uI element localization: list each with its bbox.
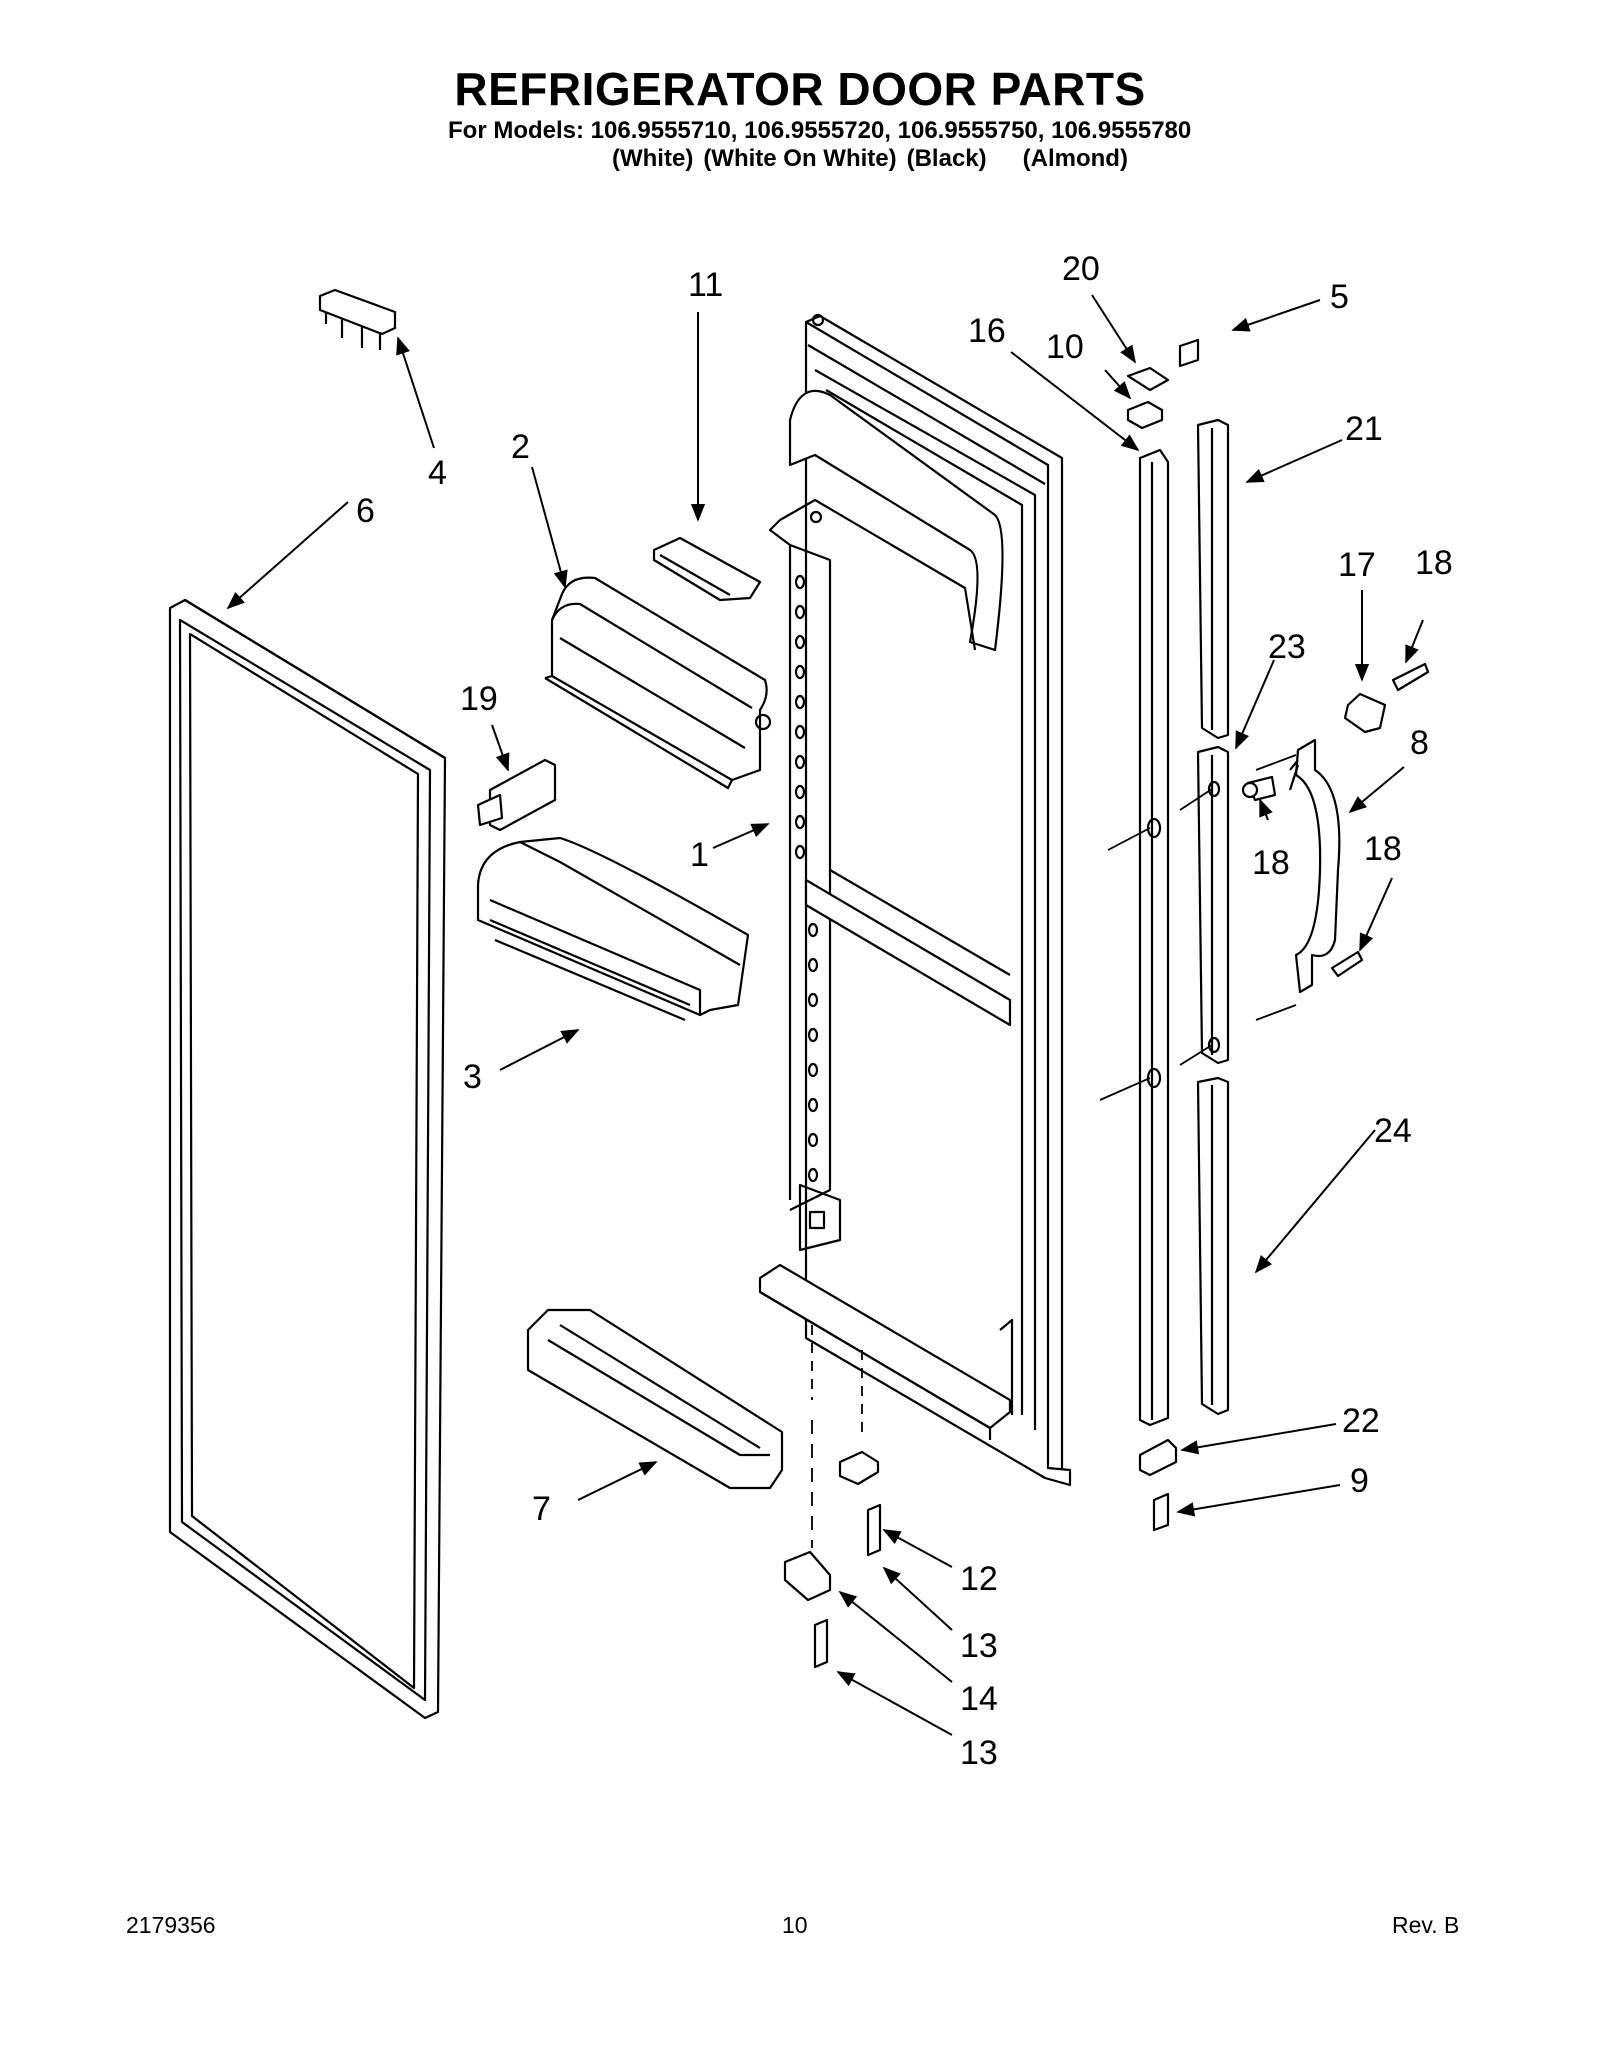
liner-adjustment-holes	[794, 574, 819, 1183]
callout-14: 14	[960, 1680, 998, 1718]
callout-11: 11	[688, 266, 723, 304]
color-white: (White)	[612, 145, 694, 172]
color-white-on-white: (White On White)	[703, 145, 897, 172]
handle-screw-top-part	[1391, 662, 1430, 692]
callout-9: 9	[1350, 1462, 1369, 1500]
callout-20: 20	[1062, 250, 1100, 288]
alignment-lines	[811, 754, 1297, 1548]
callout-17: 17	[1338, 546, 1376, 584]
color-variants: (White) (White On White) (Black) (Almond)	[612, 145, 1138, 173]
callout-7: 7	[532, 1490, 551, 1528]
upper-trim-part	[1196, 418, 1230, 740]
leader-lines	[226, 294, 1424, 1736]
callout-24: 24	[1374, 1112, 1412, 1150]
door-liner-part	[758, 313, 1072, 1487]
handle-endcap-part	[1343, 692, 1387, 734]
callout-19: 19	[460, 680, 498, 718]
callout-16: 16	[968, 312, 1006, 350]
door-handle-part	[1288, 738, 1341, 994]
callout-18-mid: 18	[1252, 844, 1290, 882]
doc-number: 2179356	[126, 1912, 216, 1938]
shelf-bracket-part	[476, 758, 557, 832]
upper-bin-cover-part	[544, 576, 772, 790]
callout-10: 10	[1046, 328, 1084, 366]
callout-6: 6	[356, 492, 375, 530]
callout-1: 1	[690, 836, 709, 874]
callout-22: 21	[1345, 410, 1383, 448]
page-number: 10	[782, 1912, 808, 1938]
hinge-cap-channel-part	[1138, 448, 1170, 1427]
lower-trim-part	[1196, 1076, 1230, 1416]
callout-12: 12	[960, 1560, 998, 1598]
callout-2: 2	[511, 428, 530, 466]
callout-8: 8	[1410, 724, 1429, 762]
lower-door-shelf-part	[526, 1308, 784, 1490]
color-almond: (Almond)	[1022, 145, 1128, 172]
callout-18-top: 18	[1415, 544, 1453, 582]
color-black: (Black)	[906, 145, 987, 172]
models-line: For Models: 106.9555710, 106.9555720, 10…	[448, 117, 1192, 144]
callout-5: 5	[1330, 278, 1349, 316]
callout-3: 3	[463, 1058, 482, 1096]
handle-screw-bottom-part	[1330, 950, 1364, 978]
bottom-hinge-part	[783, 1450, 882, 1669]
bottom-hinge-hardware-part	[1138, 1438, 1178, 1532]
callout-13-upper: 13	[960, 1627, 998, 1665]
callout-23: 23	[1268, 628, 1306, 666]
door-gasket-part	[168, 598, 447, 1720]
clip-part	[318, 288, 397, 350]
callout-13-lower: 13	[960, 1734, 998, 1772]
callout-21: 22	[1342, 1402, 1380, 1440]
door-bin-part	[476, 836, 750, 1022]
callout-numbers: 11 2 4 6 19 1 3 7 20 10 16 5 21 17 18 23…	[356, 250, 1453, 1772]
revision-label: Rev. B	[1392, 1912, 1460, 1938]
top-hinge-hardware-part	[1126, 338, 1200, 430]
callout-4: 4	[428, 454, 447, 492]
handle-screw-mid-part	[1241, 775, 1277, 802]
handle-trim-part	[1196, 745, 1230, 1065]
callout-18-bottom: 18	[1364, 830, 1402, 868]
page-title: REFRIGERATOR DOOR PARTS	[454, 63, 1146, 115]
small-tray-part	[652, 536, 762, 602]
